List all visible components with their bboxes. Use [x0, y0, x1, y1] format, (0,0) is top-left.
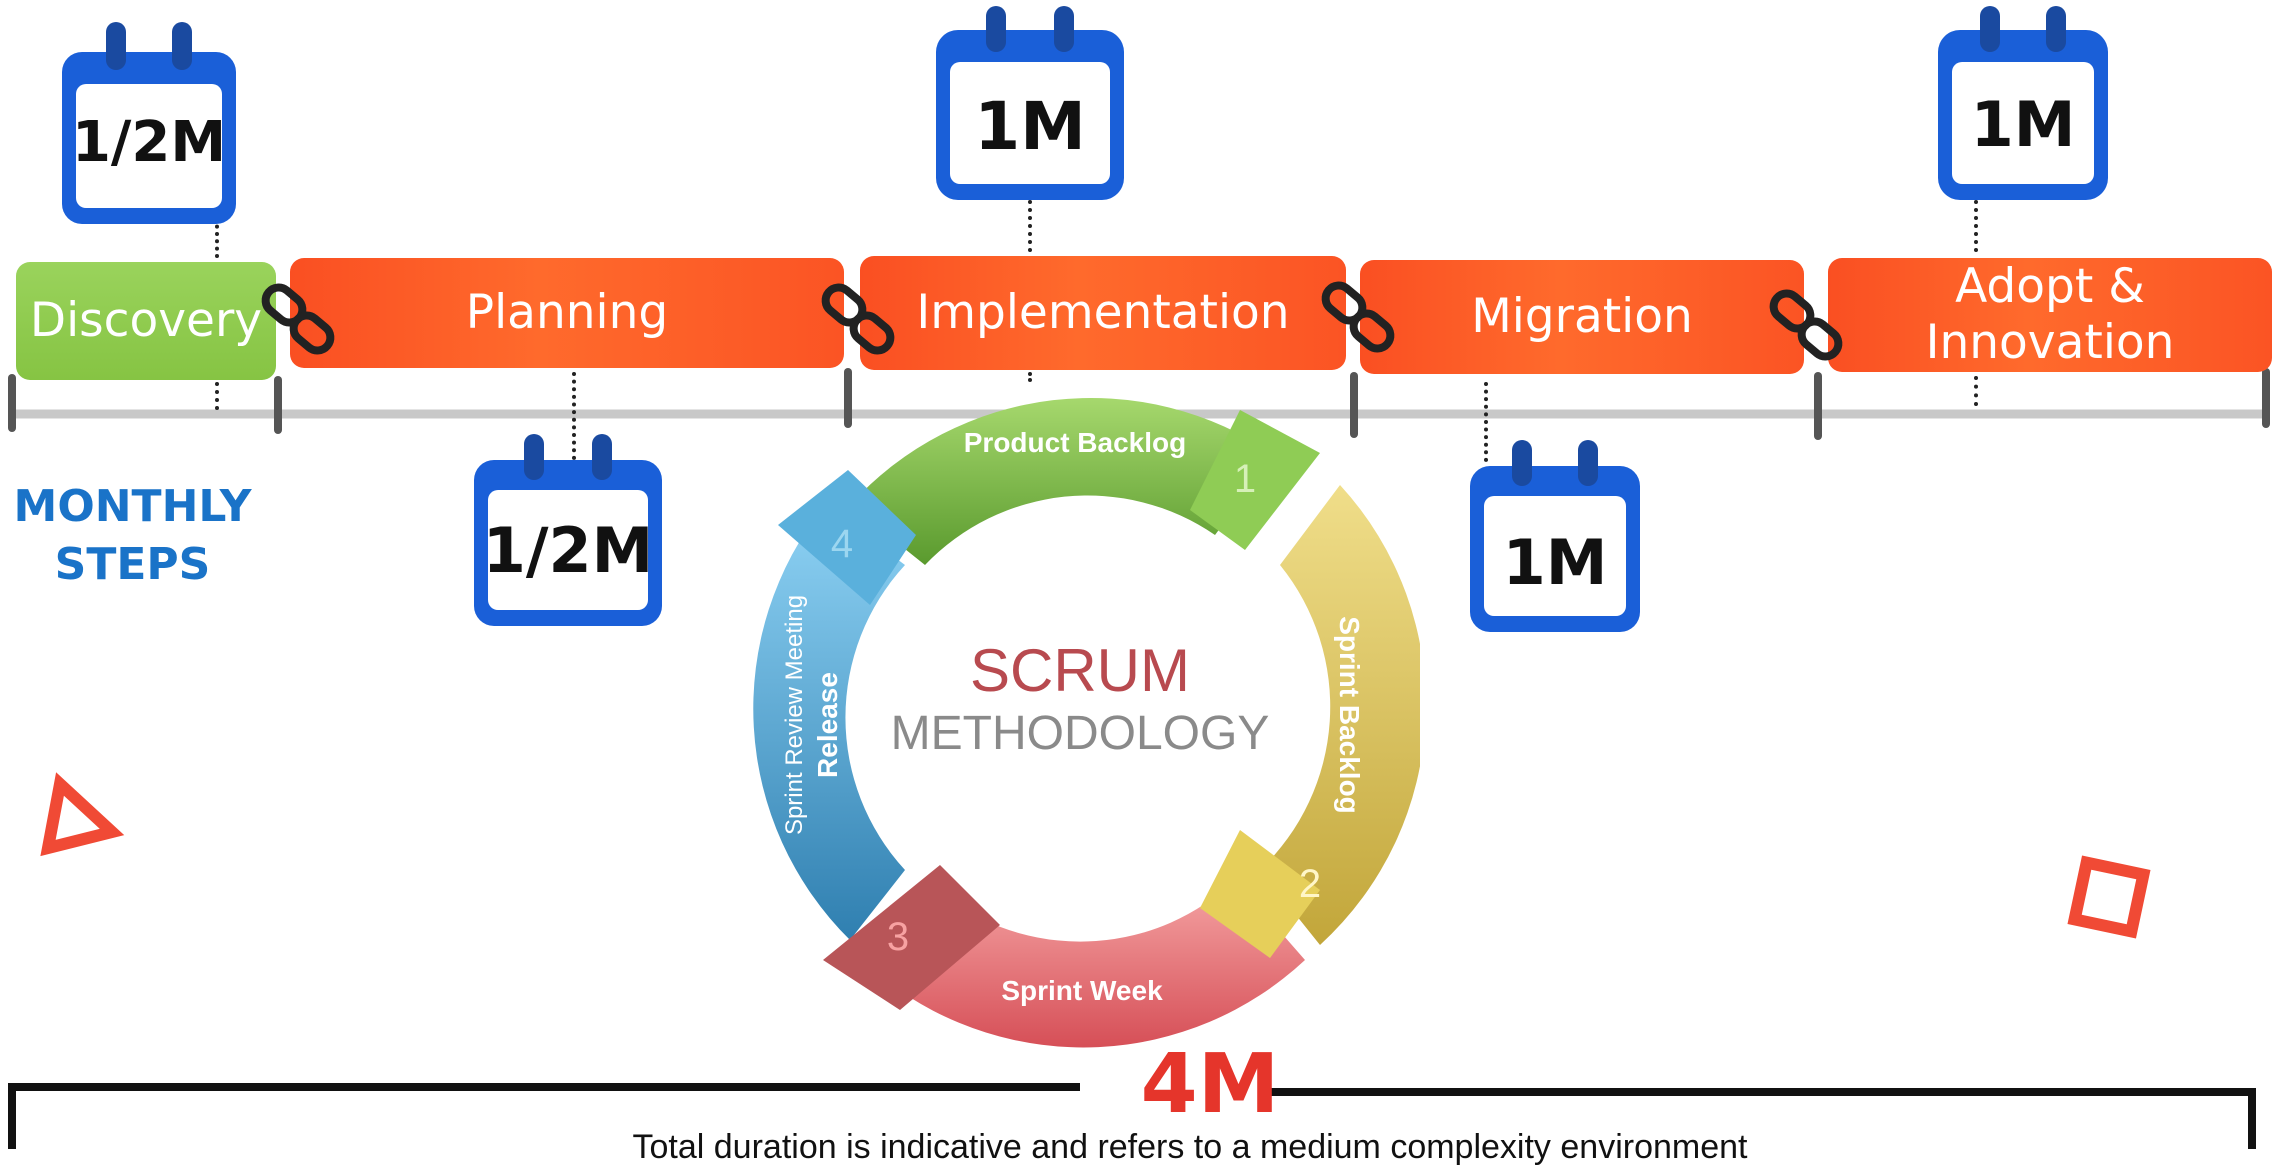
calendar-planning: 1/2M	[470, 434, 666, 630]
calendar-icon	[474, 434, 662, 626]
tab-4	[778, 470, 916, 605]
scrum-cycle: 1 2 3 4 Product Backlog Sprint Backlog S…	[753, 397, 1420, 1048]
phase-implementation: Implementation	[860, 256, 1346, 370]
duration-label: 1/2M	[71, 110, 227, 175]
monthly-steps-line2: STEPS	[54, 539, 211, 590]
scrum-subtitle: METHODOLOGY	[890, 707, 1270, 760]
connector-adopt-top	[1974, 200, 1978, 252]
total-duration: 4M	[1140, 1037, 1280, 1132]
phase-label-line2: Innovation	[1925, 315, 2175, 370]
monthly-steps-label: MONTHLY STEPS	[0, 478, 265, 594]
segment-number-1: 1	[1234, 457, 1256, 501]
segment-sprint-week	[885, 880, 1305, 1048]
calendar-icon	[1470, 440, 1640, 632]
phase-discovery: Discovery	[16, 262, 276, 380]
connector-adopt-bottom	[1974, 376, 1978, 406]
duration-label: 1/2M	[482, 514, 654, 587]
calendar-adopt: 1M	[1934, 6, 2112, 202]
calendar-icon	[62, 22, 236, 224]
tab-3	[823, 865, 1000, 1010]
calendar-icon	[936, 6, 1124, 200]
square-icon	[2067, 855, 2151, 939]
tab-2	[1200, 830, 1320, 958]
phase-label: Migration	[1471, 289, 1693, 344]
calendar-icon	[1938, 6, 2108, 200]
chain-link-icon	[1769, 289, 1843, 361]
segment-sprint-backlog	[1260, 485, 1420, 945]
scrum-title: SCRUM	[970, 637, 1190, 704]
duration-label: 1M	[974, 88, 1086, 165]
phase-adopt-innovation: Adopt & Innovation	[1828, 258, 2272, 372]
phase-label: Planning	[465, 285, 669, 340]
connector-migration	[1484, 382, 1488, 462]
connector-planning	[572, 372, 576, 460]
segment-label-release: Release	[812, 672, 843, 778]
chain-link-icon	[261, 283, 335, 355]
phase-planning: Planning	[290, 258, 844, 368]
segment-number-2: 2	[1299, 862, 1321, 906]
phase-label: Discovery	[29, 293, 263, 348]
segment-label-product-backlog: Product Backlog	[964, 427, 1186, 458]
total-bracket	[8, 1083, 2256, 1149]
chain-link-icon	[821, 283, 895, 355]
calendar-implementation: 1M	[932, 6, 1128, 202]
chain-link-icon	[1321, 281, 1395, 353]
duration-label: 1M	[1502, 526, 1608, 599]
segment-label-sprint-backlog: Sprint Backlog	[1334, 616, 1365, 814]
segment-product-backlog	[850, 397, 1275, 565]
segment-release	[753, 505, 905, 940]
duration-label: 1M	[1970, 88, 2076, 161]
calendar-discovery: 1/2M	[56, 22, 242, 230]
phase-migration: Migration	[1360, 260, 1804, 374]
segment-number-3: 3	[887, 915, 909, 959]
phase-label: Implementation	[916, 285, 1290, 340]
tab-1	[1190, 410, 1320, 550]
connector-discovery-bottom	[215, 382, 219, 410]
connector-implementation	[1028, 200, 1032, 252]
triangle-icon	[40, 772, 125, 857]
monthly-steps-line1: MONTHLY	[13, 481, 252, 532]
segment-label-sprint-week: Sprint Week	[1001, 975, 1163, 1006]
total-duration-note: Total duration is indicative and refers …	[632, 1128, 1748, 1166]
phase-label-line1: Adopt &	[1955, 259, 2145, 314]
segment-label-review: Sprint Review Meeting	[781, 595, 808, 835]
connector-implementation-bottom	[1028, 372, 1032, 382]
calendar-migration: 1M	[1466, 440, 1644, 636]
segment-number-4: 4	[831, 522, 853, 566]
connector-discovery-top	[215, 210, 219, 258]
